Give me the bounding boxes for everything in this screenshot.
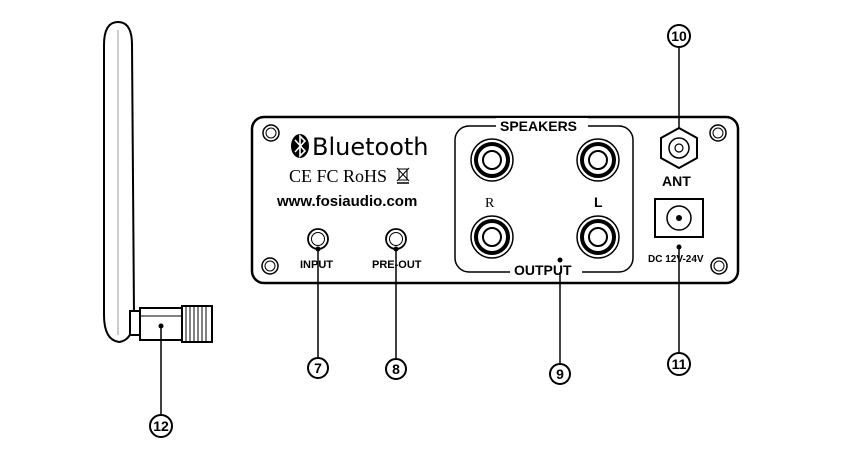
certification-marks: CE FC RoHS xyxy=(289,166,387,186)
svg-text:11: 11 xyxy=(672,356,687,372)
speakers-label: SPEAKERS xyxy=(500,118,577,134)
callout-9: 9 xyxy=(549,363,571,385)
speaker-terminal-l-bottom xyxy=(576,215,620,259)
callout-leader-12 xyxy=(158,323,164,415)
preout-jack xyxy=(385,228,407,250)
power-label: DC 12V-24V xyxy=(648,254,704,265)
left-channel-label: L xyxy=(594,194,603,210)
speaker-terminal-l-top xyxy=(576,138,620,182)
svg-text:7: 7 xyxy=(314,360,322,376)
antenna-icon xyxy=(103,20,213,344)
bluetooth-icon xyxy=(291,134,309,158)
antenna-label: ANT xyxy=(662,173,691,189)
callout-11: 11 xyxy=(667,352,691,376)
website-label: www.fosiaudio.com xyxy=(276,193,417,210)
input-jack xyxy=(307,228,329,250)
right-channel-label: R xyxy=(485,196,495,211)
weee-bin-icon xyxy=(396,167,410,184)
brand-label: Bluetooth xyxy=(312,133,429,161)
preout-label: PRE-OUT xyxy=(372,259,422,271)
callout-12: 12 xyxy=(149,414,173,438)
dc-power-jack xyxy=(654,198,704,238)
mounting-screw xyxy=(261,257,279,275)
svg-text:8: 8 xyxy=(392,361,400,377)
speaker-terminal-r-bottom xyxy=(470,215,514,259)
callout-7: 7 xyxy=(307,357,329,379)
output-label: OUTPUT xyxy=(514,262,572,278)
callout-8: 8 xyxy=(385,358,407,380)
svg-text:12: 12 xyxy=(153,418,169,434)
mounting-screw xyxy=(262,124,280,142)
svg-text:10: 10 xyxy=(671,28,687,44)
callout-10: 10 xyxy=(667,24,691,48)
callout-leaders xyxy=(317,48,680,363)
input-label: INPUT xyxy=(300,259,333,271)
antenna-connector xyxy=(660,126,698,170)
svg-text:9: 9 xyxy=(556,366,564,382)
mounting-screw xyxy=(709,124,727,142)
speaker-terminal-r-top xyxy=(470,138,514,182)
mounting-screw xyxy=(710,257,728,275)
